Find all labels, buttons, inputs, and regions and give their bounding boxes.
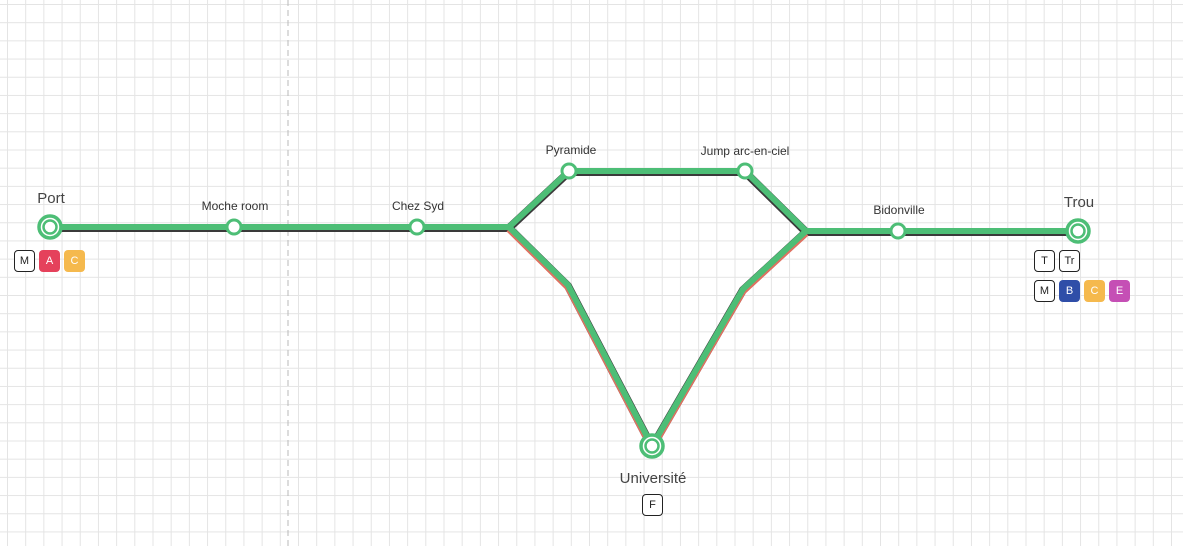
port-line-badges: M A C	[14, 250, 85, 272]
station-label-jump-arc-en-ciel: Jump arc-en-ciel	[701, 144, 790, 158]
line-badge-a[interactable]: A	[39, 250, 60, 272]
line-badge-c[interactable]: C	[64, 250, 85, 272]
station-moche-room[interactable]	[225, 218, 243, 236]
line-badge-b[interactable]: B	[1059, 280, 1080, 302]
station-label-universite: Université	[620, 470, 687, 487]
station-pyramide[interactable]	[560, 162, 578, 180]
station-label-pyramide: Pyramide	[546, 143, 597, 157]
line-badge-m[interactable]: M	[1034, 280, 1055, 302]
trou-transport-badges: T Tr	[1034, 250, 1080, 272]
station-trou[interactable]	[1065, 218, 1091, 244]
station-label-moche-room: Moche room	[202, 199, 269, 213]
station-chez-syd[interactable]	[408, 218, 426, 236]
station-label-trou: Trou	[1064, 194, 1094, 211]
line-badge-t[interactable]: T	[1034, 250, 1055, 272]
universite-line-badges: F	[642, 494, 663, 516]
station-label-port: Port	[37, 190, 65, 207]
line-badge-m[interactable]: M	[14, 250, 35, 272]
station-port[interactable]	[37, 214, 63, 240]
station-universite[interactable]	[639, 433, 665, 459]
station-label-bidonville: Bidonville	[873, 203, 925, 217]
station-bidonville[interactable]	[889, 222, 907, 240]
line-badge-c[interactable]: C	[1084, 280, 1105, 302]
trou-line-badges: M B C E	[1034, 280, 1130, 302]
station-label-chez-syd: Chez Syd	[392, 199, 444, 213]
station-jump-arc-en-ciel[interactable]	[736, 162, 754, 180]
line-badge-f[interactable]: F	[642, 494, 663, 516]
line-badge-e[interactable]: E	[1109, 280, 1130, 302]
line-badge-tr[interactable]: Tr	[1059, 250, 1080, 272]
